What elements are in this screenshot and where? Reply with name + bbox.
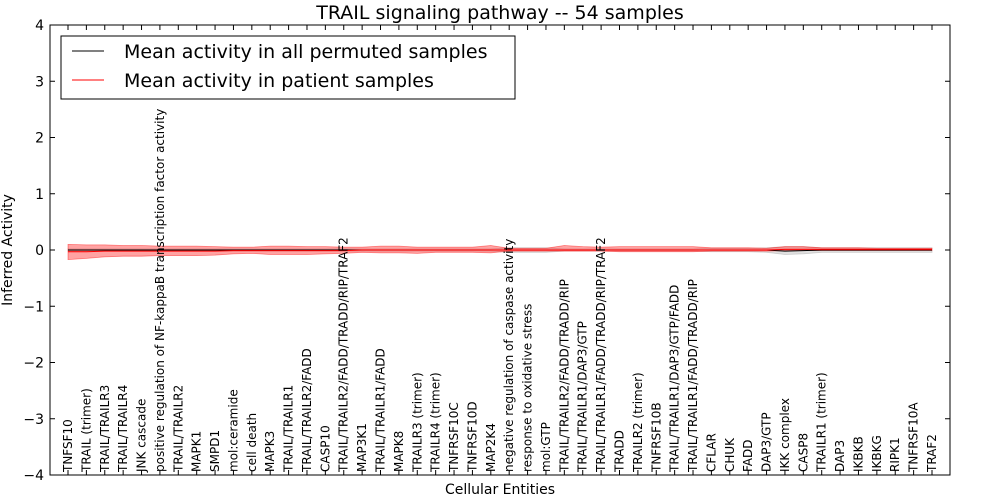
y-tick-label: −3 — [23, 412, 44, 428]
x-tick-label: TRAILR3 (trimer) — [410, 372, 424, 473]
x-tick-label: TRAIL/TRAILR1/DAP3/GTP — [576, 321, 590, 473]
x-tick-label: response to oxidative stress — [521, 304, 535, 472]
legend: Mean activity in all permuted samples Me… — [60, 35, 516, 100]
y-tick-label: −2 — [23, 356, 44, 372]
x-tick-label: JNK cascade — [135, 399, 149, 473]
legend-label-patient: Mean activity in patient samples — [124, 70, 434, 92]
x-tick-label: mol:GTP — [539, 422, 553, 472]
y-tick-label: 2 — [35, 131, 44, 147]
x-tick-label: TRAIL/TRAILR3 — [98, 385, 112, 473]
x-tick-label: DAP3/GTP — [760, 412, 774, 472]
x-tick-label: TRAIL/TRAILR1/FADD/TRADD/RIP/TRAF2 — [594, 237, 608, 473]
x-tick-label: MAPK8 — [392, 431, 406, 472]
x-tick-label: IKBKG — [870, 435, 884, 472]
x-tick-label: CASP10 — [318, 425, 332, 472]
legend-box — [60, 35, 516, 100]
x-axis-label: Cellular Entities — [445, 482, 555, 498]
x-tick-label: TRADD — [613, 430, 627, 473]
x-tick-label: TRAIL (trimer) — [79, 388, 93, 473]
x-tick-label: IKBKB — [852, 436, 866, 472]
x-tick-label: RIPK1 — [888, 437, 902, 472]
x-tick-label: cell death — [245, 413, 259, 472]
x-tick-label: TRAIL/TRAILR1/DAP3/GTP/FADD — [668, 285, 682, 473]
x-tick-label: FADD — [741, 440, 755, 473]
patient-mean-line — [68, 248, 932, 253]
x-tick-label: MAPK3 — [263, 431, 277, 472]
x-tick-label: MAP3K1 — [355, 423, 369, 472]
x-tick-label: positive regulation of NF-kappaB transcr… — [153, 109, 167, 472]
x-tick-label: TRAIL/TRAILR2/FADD/TRADD/RIP/TRAF2 — [337, 237, 351, 473]
x-tick-label: MAP2K4 — [484, 423, 498, 472]
x-tick-label: SMPD1 — [208, 430, 222, 472]
x-tick-label: TRAIL/TRAILR1/FADD/TRADD/RIP — [686, 279, 700, 473]
x-tick-label: MAPK1 — [190, 431, 204, 472]
y-tick-label: 1 — [35, 187, 44, 203]
chart-title: TRAIL signaling pathway -- 54 samples — [315, 2, 684, 24]
x-tick-label: TRAF2 — [925, 434, 939, 473]
legend-label-permuted: Mean activity in all permuted samples — [124, 41, 487, 63]
y-tick-label: 3 — [35, 74, 44, 90]
x-tick-label: mol:ceramide — [226, 389, 240, 472]
x-tick-label: CHUK — [723, 437, 737, 472]
x-tick-label: TNFRSF10C — [447, 402, 461, 473]
plot-area — [67, 243, 933, 261]
x-tick-label: TNFRSF10A — [907, 402, 921, 473]
x-tick-label: CFLAR — [704, 433, 718, 472]
x-tick-label: TRAIL/TRAILR4 — [116, 385, 130, 473]
x-tick-label: TRAILR1 (trimer) — [815, 372, 829, 473]
x-tick-label: TRAIL/TRAILR1/FADD — [374, 348, 388, 473]
patient-confidence-band — [67, 243, 933, 261]
x-tick-label: negative regulation of caspase activity — [502, 239, 516, 472]
x-tick-label: TRAIL/TRAILR2 — [171, 385, 185, 473]
y-tick-label: 4 — [35, 18, 44, 34]
y-axis-label: Inferred Activity — [0, 194, 16, 306]
x-tick-label: TNFSF10 — [61, 419, 75, 473]
x-tick-label: IKK complex — [778, 398, 792, 472]
x-tick-label: TRAIL/TRAILR2/FADD/TRADD/RIP — [557, 279, 571, 473]
y-tick-label: −4 — [23, 468, 44, 484]
x-tick-label: TNFRSF10B — [649, 402, 663, 473]
x-tick-label: TRAILR2 (trimer) — [631, 372, 645, 473]
y-tick-label: −1 — [23, 299, 44, 315]
y-tick-label: 0 — [35, 243, 44, 259]
x-tick-label: TRAIL/TRAILR2/FADD — [300, 348, 314, 473]
x-tick-label: CASP8 — [796, 433, 810, 472]
x-tick-label: DAP3 — [833, 440, 847, 472]
x-tick-label: TNFRSF10D — [465, 401, 479, 473]
x-tick-label: TRAILR4 (trimer) — [429, 372, 443, 473]
x-tick-label: TRAIL/TRAILR1 — [282, 385, 296, 473]
